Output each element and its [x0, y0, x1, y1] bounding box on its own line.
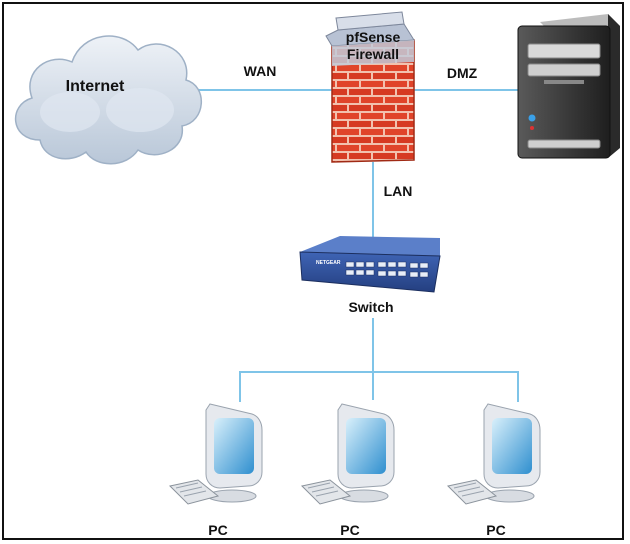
firewall-label-line2: Firewall	[347, 46, 399, 62]
dmz-label: DMZ	[447, 65, 478, 81]
pc-3	[446, 403, 541, 505]
pc-bus	[239, 371, 519, 402]
pc-2	[300, 403, 395, 505]
server-icon	[517, 14, 620, 159]
connection-lines	[180, 89, 519, 402]
lan-label: LAN	[384, 183, 413, 199]
pc-icon	[168, 403, 263, 505]
pc-icon	[446, 403, 541, 505]
switch-brand-label: NETGEAR	[316, 260, 341, 266]
switch-icon	[299, 236, 441, 293]
internet-label: Internet	[66, 78, 125, 95]
pc-1-label: PC	[208, 522, 227, 538]
pc-icon	[300, 403, 395, 505]
pc-3-label: PC	[486, 522, 505, 538]
firewall-label-line1: pfSense	[346, 29, 401, 45]
pc-1	[168, 403, 263, 505]
pc-2-label: PC	[340, 522, 359, 538]
firewall-icon	[325, 11, 415, 163]
wan-label: WAN	[244, 63, 277, 79]
switch-label: Switch	[348, 299, 393, 315]
cloud-icon	[15, 35, 202, 165]
